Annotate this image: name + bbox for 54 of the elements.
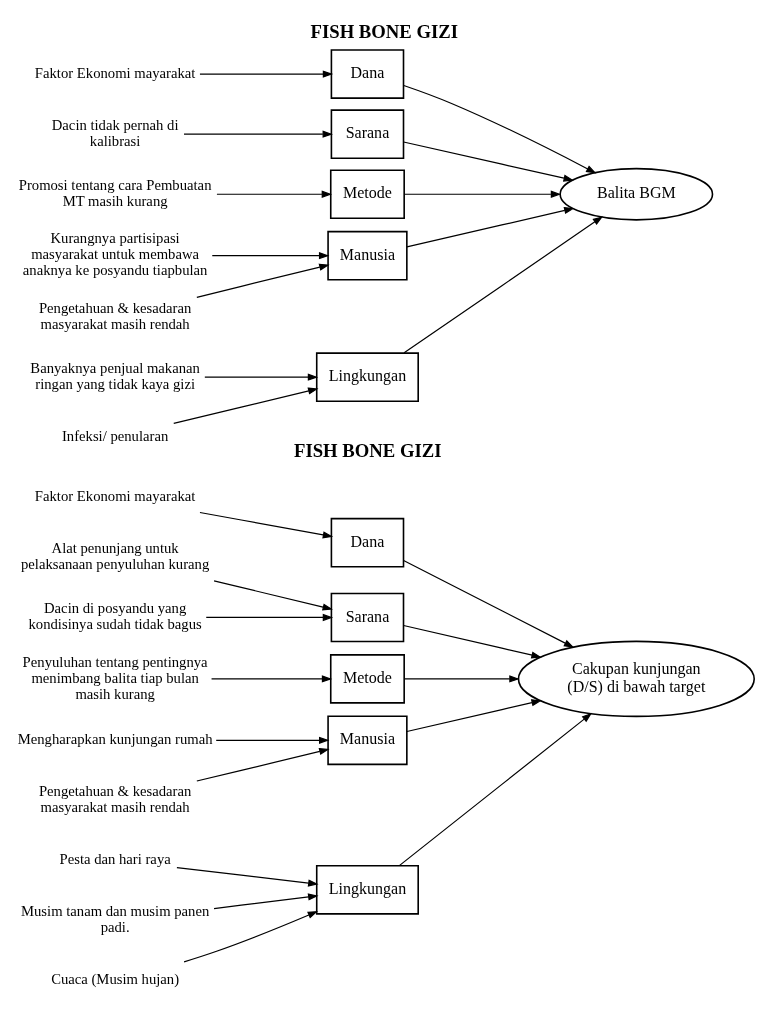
node-text: Dacin tidak pernah di kalibrasi bbox=[51, 116, 179, 149]
arrow bbox=[403, 216, 604, 354]
node-text: Mengharapkan kunjungan rumah bbox=[17, 731, 213, 748]
arrow bbox=[210, 675, 333, 683]
diagram-title: FISH BONE GIZI bbox=[310, 21, 459, 43]
node-text: Faktor Ekonomi mayarakat bbox=[34, 64, 196, 81]
arrow bbox=[173, 387, 319, 425]
arrow bbox=[404, 675, 520, 683]
arrow bbox=[403, 141, 574, 182]
node-box: Manusia bbox=[327, 230, 408, 281]
node-box: Metode bbox=[329, 654, 405, 704]
arrow bbox=[213, 580, 333, 611]
arrow bbox=[215, 736, 330, 744]
node-text: Banyaknya penjual makanan ringan yang tidak kaya gizi bbox=[30, 359, 200, 392]
node-box: Manusia bbox=[327, 715, 408, 766]
arrow bbox=[398, 712, 593, 867]
arrow bbox=[183, 130, 333, 138]
node-box: Lingkungan bbox=[315, 352, 419, 402]
node-text: Dacin di posyandu yang kondisinya sudah tidak bagus bbox=[28, 600, 202, 633]
arrow bbox=[211, 252, 330, 260]
node-box: Sarana bbox=[330, 592, 405, 643]
node-box: Dana bbox=[330, 517, 405, 568]
arrow bbox=[403, 624, 542, 659]
arrow bbox=[404, 190, 562, 198]
node-box: Metode bbox=[329, 169, 405, 220]
node-text: Penyuluhan tentang pentingnya menimbang balita tiap bulan masih kurang bbox=[22, 653, 208, 702]
node-text: Kurangnya partisipasi masyarakat untuk membawa anaknya ke posyandu tiapbulan bbox=[22, 230, 208, 279]
node-box: Dana bbox=[330, 49, 405, 99]
arrow bbox=[403, 84, 597, 174]
node-text: Infeksi/ penularan bbox=[61, 427, 169, 444]
node-text: Faktor Ekonomi mayarakat bbox=[34, 488, 196, 505]
arrow bbox=[213, 893, 319, 910]
arrow bbox=[216, 190, 333, 198]
arrow bbox=[176, 867, 319, 887]
arrow bbox=[199, 70, 334, 78]
arrow bbox=[403, 559, 575, 648]
node-box: Sarana bbox=[330, 109, 405, 159]
arrow bbox=[196, 263, 330, 298]
node-text: Alat penunjang untuk pelaksanaan penyuluhan kurang bbox=[21, 540, 210, 573]
arrow bbox=[199, 511, 334, 539]
arrow bbox=[406, 207, 575, 248]
arrow bbox=[183, 911, 319, 963]
node-text: Musim tanam dan musim panen padi. bbox=[20, 903, 210, 936]
arrow bbox=[196, 748, 330, 782]
node-text: Pengetahuan & kesadaran masyarakat masih rendah bbox=[38, 299, 192, 332]
label: FISH BONE GIZI bbox=[294, 439, 442, 461]
arrow bbox=[204, 373, 319, 381]
node-text: Promosi tentang cara Pembuatan MT masih kurang bbox=[18, 176, 212, 209]
node-text: Cuaca (Musim hujan) bbox=[51, 971, 180, 988]
node-text: Pesta dan hari raya bbox=[59, 851, 171, 868]
node-box: Lingkungan bbox=[315, 865, 419, 915]
node-text: Pengetahuan & kesadaran masyarakat masih rendah bbox=[38, 783, 192, 816]
arrow bbox=[406, 699, 542, 733]
arrow bbox=[205, 613, 334, 622]
